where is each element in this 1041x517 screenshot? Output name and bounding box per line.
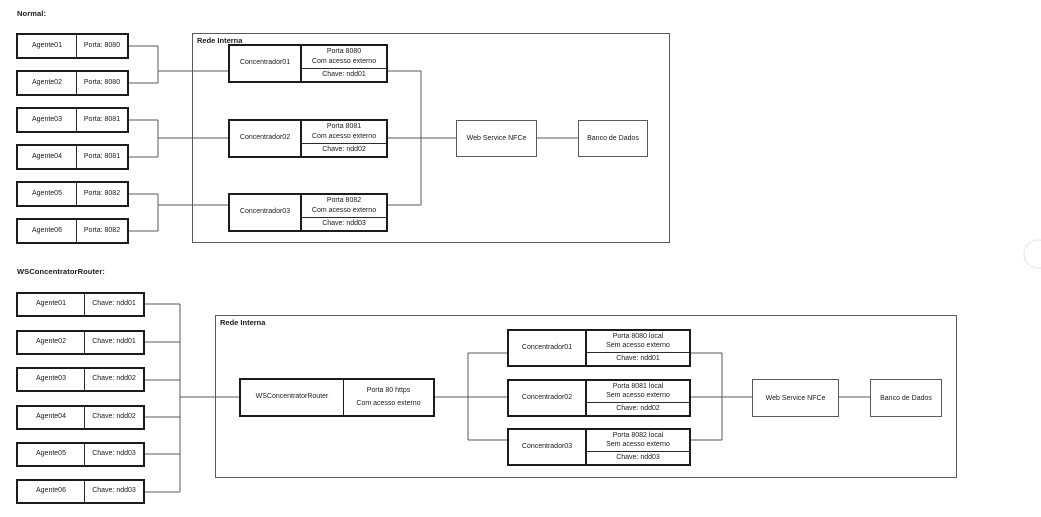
- agent-name: Agente01: [18, 35, 77, 57]
- agent-box: Agente03 Porta: 8081: [16, 107, 129, 133]
- agent-name: Agente04: [18, 146, 77, 168]
- concentrator-port: Porta 8081 local: [612, 382, 664, 390]
- concentrator-port: Porta 8082 local: [612, 431, 664, 439]
- connector-lines: [129, 45, 870, 493]
- web-service-box: Web Service NFCe: [752, 379, 839, 417]
- concentrator-name: Concentrador03: [509, 430, 587, 464]
- agent-name: Agente02: [18, 72, 77, 94]
- agent-box: Agente04 Chave: ndd02: [16, 405, 145, 430]
- agent-port: Porta: 8082: [83, 189, 121, 197]
- concentrator-access: Com acesso externo: [311, 132, 377, 140]
- internal-network-box: Rede Interna: [215, 315, 957, 478]
- concentrator-box: Concentrador03 Porta 8082 Com acesso ext…: [228, 193, 388, 232]
- concentrator-key: Chave: ndd01: [587, 352, 689, 365]
- concentrator-port: Porta 8081: [326, 123, 362, 131]
- router-box: WSConcentratorRouter Porta 80 https Com …: [239, 378, 435, 417]
- agent-name: Agente03: [18, 369, 85, 390]
- agent-name: Agente06: [18, 481, 85, 502]
- agent-key: Chave: ndd03: [92, 487, 136, 495]
- agent-key: Chave: ndd03: [92, 450, 136, 458]
- database-box: Banco de Dados: [870, 379, 942, 417]
- concentrator-key: Chave: ndd03: [302, 217, 386, 230]
- agent-box: Agente06 Chave: ndd03: [16, 479, 145, 504]
- database-box: Banco de Dados: [578, 120, 648, 157]
- concentrator-access: Com acesso externo: [311, 206, 377, 214]
- concentrator-access: Sem acesso externo: [606, 440, 670, 448]
- agent-box: Agente02 Porta: 8080: [16, 70, 129, 96]
- concentrator-box: Concentrador01 Porta 8080 Com acesso ext…: [228, 44, 388, 83]
- watermark-circle: [1023, 239, 1041, 269]
- agent-key: Chave: ndd02: [92, 375, 136, 383]
- concentrator-port: Porta 8082: [326, 197, 362, 205]
- agent-key: Chave: ndd02: [92, 413, 136, 421]
- agent-port: Porta: 8080: [83, 41, 121, 49]
- concentrator-name: Concentrador01: [230, 46, 302, 81]
- concentrator-box: Concentrador02 Porta 8081 Com acesso ext…: [228, 119, 388, 158]
- agent-box: Agente01 Porta: 8080: [16, 33, 129, 59]
- agent-name: Agente03: [18, 109, 77, 131]
- concentrator-name: Concentrador03: [230, 195, 302, 230]
- concentrator-access: Sem acesso externo: [606, 341, 670, 349]
- concentrator-key: Chave: ndd02: [587, 402, 689, 415]
- concentrator-key: Chave: ndd03: [587, 451, 689, 464]
- agent-port: Porta: 8082: [83, 226, 121, 234]
- agent-port: Porta: 8081: [83, 152, 121, 160]
- agent-box: Agente02 Chave: ndd01: [16, 330, 145, 355]
- concentrator-port: Porta 8080 local: [612, 332, 664, 340]
- concentrator-key: Chave: ndd02: [302, 143, 386, 156]
- concentrator-box: Concentrador02 Porta 8081 local Sem aces…: [507, 379, 691, 417]
- agent-name: Agente05: [18, 444, 85, 465]
- agent-box: Agente06 Porta: 8082: [16, 218, 129, 244]
- agent-port: Porta: 8081: [83, 115, 121, 123]
- concentrator-access: Sem acesso externo: [606, 391, 670, 399]
- concentrator-key: Chave: ndd01: [302, 68, 386, 81]
- agent-name: Agente02: [18, 332, 85, 353]
- agent-port: Porta: 8080: [83, 78, 121, 86]
- web-service-box: Web Service NFCe: [456, 120, 537, 157]
- concentrator-box: Concentrador03 Porta 8082 local Sem aces…: [507, 428, 691, 466]
- agent-box: Agente03 Chave: ndd02: [16, 367, 145, 392]
- concentrator-box: Concentrador01 Porta 8080 local Sem aces…: [507, 329, 691, 367]
- router-port: Porta 80 https: [366, 386, 411, 394]
- agent-name: Agente05: [18, 183, 77, 205]
- internal-network-box: Rede Interna: [192, 33, 670, 243]
- agent-key: Chave: ndd01: [92, 300, 136, 308]
- agent-key: Chave: ndd01: [92, 338, 136, 346]
- concentrator-access: Com acesso externo: [311, 57, 377, 65]
- router-access: Com acesso externo: [356, 400, 421, 408]
- agent-box: Agente05 Chave: ndd03: [16, 442, 145, 467]
- agent-name: Agente01: [18, 294, 85, 315]
- agent-box: Agente01 Chave: ndd01: [16, 292, 145, 317]
- section-title-wsconcentratorrouter: WSConcentratorRouter:: [17, 267, 105, 276]
- section-title-normal: Normal:: [17, 9, 47, 18]
- internal-network-label: Rede Interna: [197, 36, 243, 45]
- agent-name: Agente04: [18, 407, 85, 428]
- concentrator-name: Concentrador02: [509, 381, 587, 415]
- agent-box: Agente05 Porta: 8082: [16, 181, 129, 207]
- concentrator-name: Concentrador01: [509, 331, 587, 365]
- router-name: WSConcentratorRouter: [241, 380, 344, 415]
- concentrator-port: Porta 8080: [326, 48, 362, 56]
- internal-network-label: Rede Interna: [220, 318, 266, 327]
- agent-name: Agente06: [18, 220, 77, 242]
- agent-box: Agente04 Porta: 8081: [16, 144, 129, 170]
- concentrator-name: Concentrador02: [230, 121, 302, 156]
